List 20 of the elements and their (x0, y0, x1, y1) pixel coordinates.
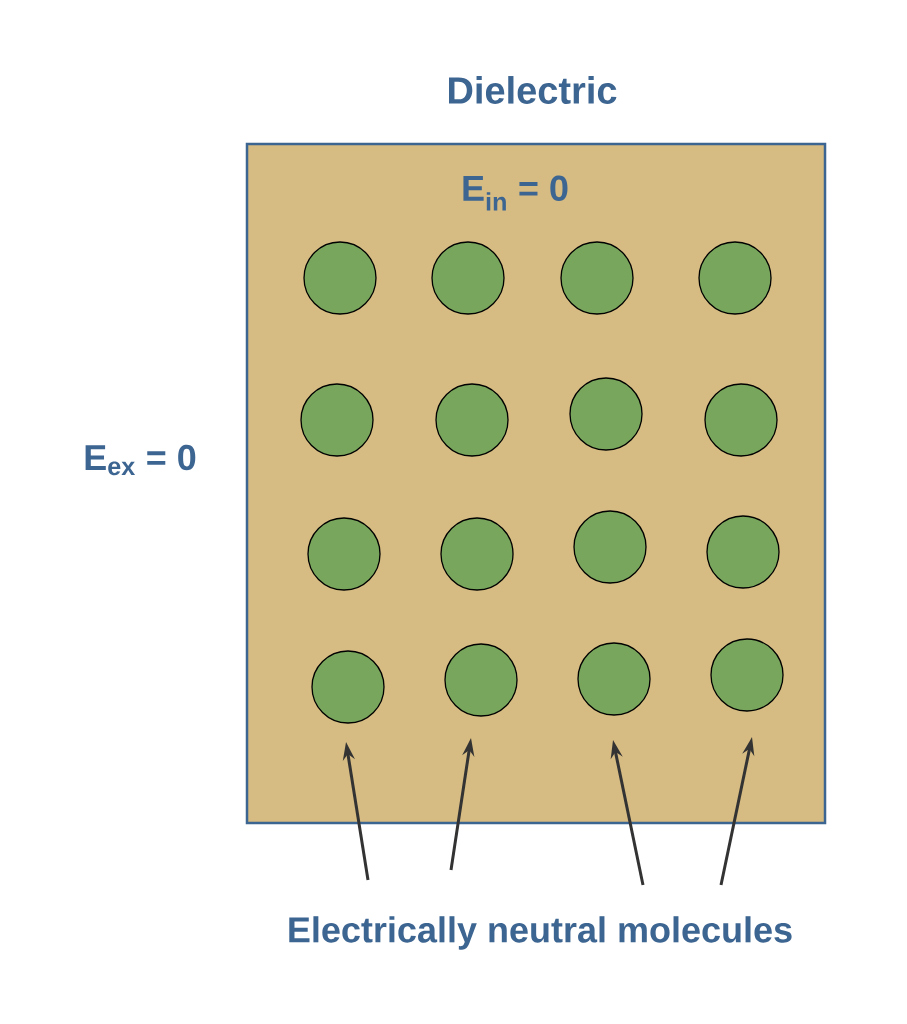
molecule-circle (303, 241, 377, 315)
molecule-circle (706, 515, 780, 589)
molecule-circle (311, 650, 385, 724)
molecule-circle (573, 510, 647, 584)
molecule-circle (560, 241, 634, 315)
molecule-circle (698, 241, 772, 315)
caption-label: Electrically neutral molecules (289, 916, 792, 950)
molecule-circle (569, 377, 643, 451)
molecule-circle (440, 517, 514, 591)
field-label: E$_{in}$ = 0 (463, 175, 568, 211)
molecule-circle (307, 517, 381, 591)
heading: Dielectric (449, 76, 617, 104)
field-label: E$_{ex}$ = 0 (85, 444, 196, 476)
molecule-circle (444, 643, 518, 717)
molecule-circle (435, 383, 509, 457)
molecule-circle (710, 638, 784, 712)
molecule-circle (300, 383, 374, 457)
molecule-circle (704, 383, 778, 457)
molecule-circle (577, 642, 651, 716)
molecule-circle (431, 241, 505, 315)
